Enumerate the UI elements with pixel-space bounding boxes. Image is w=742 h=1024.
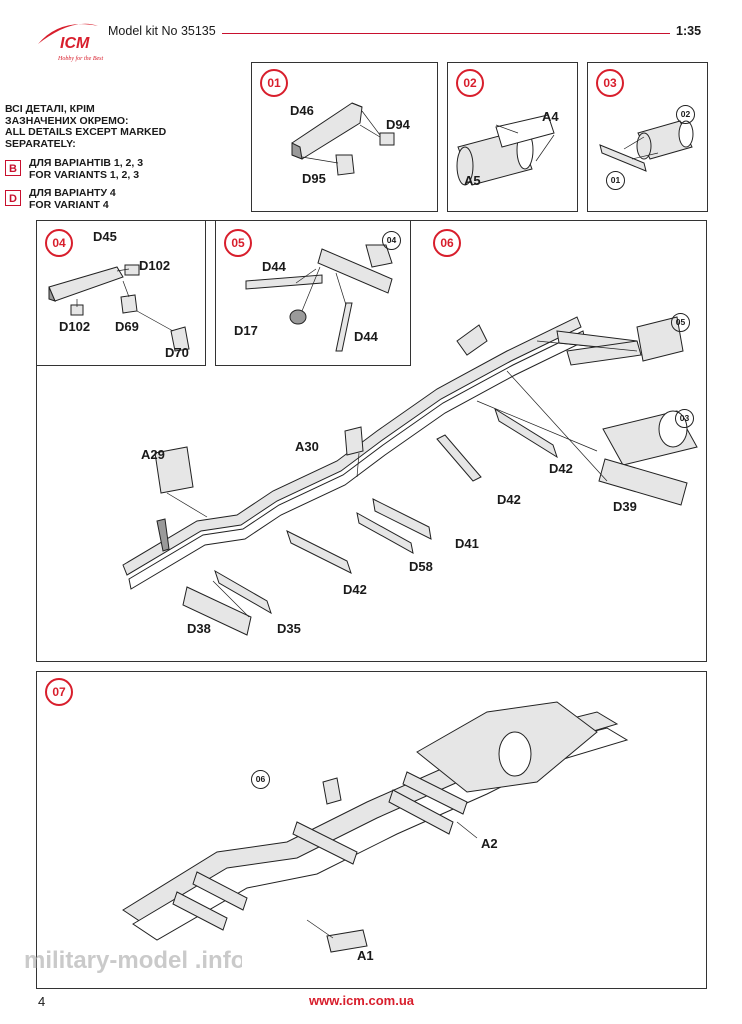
- step-02-panel: 02 A4 A5: [447, 62, 578, 212]
- step-02-drawing: [456, 114, 555, 186]
- parts-note: ВСІ ДЕТАЛІ, КРІМ ЗАЗНАЧЕНИХ ОКРЕМО: ALL …: [5, 103, 235, 150]
- part-label-d17: D17: [234, 323, 258, 338]
- part-label-d42-mid: D42: [497, 492, 521, 507]
- icm-logo: ICM Hobby for the Best: [30, 16, 104, 64]
- variant-b-en: FOR VARIANTS 1, 2, 3: [29, 168, 140, 181]
- step-05-number: 05: [224, 229, 252, 257]
- step-04-drawing: [48, 264, 190, 352]
- part-label-a29: A29: [141, 447, 165, 462]
- step-05-panel: 05 04 D44 D17 D44: [215, 220, 411, 366]
- note-en-1: ALL DETAILS EXCEPT MARKED: [5, 126, 167, 138]
- step-01-drawing: [291, 102, 395, 176]
- watermark: military-model .info: [12, 938, 245, 988]
- step-07-drawing: [122, 701, 629, 953]
- page-number: 4: [38, 994, 46, 1009]
- part-label-d70: D70: [165, 345, 189, 360]
- part-label-d95: D95: [302, 171, 326, 186]
- part-label-d58: D58: [409, 559, 433, 574]
- header-rule: [222, 33, 670, 34]
- part-label-d42-right: D42: [549, 461, 573, 476]
- svg-text:Hobby for the Best: Hobby for the Best: [57, 55, 103, 62]
- footer-url[interactable]: www.icm.com.ua: [309, 993, 414, 1008]
- note-ua-2: ЗАЗНАЧЕНИХ ОКРЕМО:: [5, 114, 129, 127]
- svg-text:ICM: ICM: [60, 35, 90, 52]
- step-04-panel: 04 D45 D102 D102 D69 D70: [36, 220, 206, 366]
- part-label-a5: A5: [464, 173, 481, 188]
- step-03-panel: 03 02 01: [587, 62, 708, 212]
- part-label-d44-top: D44: [262, 259, 286, 274]
- step-02-number: 02: [456, 69, 484, 97]
- variant-b-badge: B: [5, 160, 21, 176]
- part-label-d38: D38: [187, 621, 211, 636]
- ref-step-05: 05: [671, 313, 690, 332]
- part-label-d94: D94: [386, 117, 410, 132]
- ref-step-04: 04: [382, 231, 401, 250]
- note-en-2: SEPARATELY:: [5, 137, 76, 150]
- variant-d: D ДЛЯ ВАРІАНТУ 4 FOR VARIANT 4: [5, 187, 235, 211]
- step-07-panel: 07 06 A2 A1: [36, 671, 707, 989]
- part-label-d39: D39: [613, 499, 637, 514]
- step-07-number: 07: [45, 678, 73, 706]
- ref-step-06: 06: [251, 770, 270, 789]
- kit-title: Model kit No 35135: [108, 24, 216, 38]
- ref-step-01: 01: [606, 171, 625, 190]
- part-label-d46: D46: [290, 103, 314, 118]
- part-label-d42-left: D42: [343, 582, 367, 597]
- step-01-panel: 01 D46 D94 D95: [251, 62, 438, 212]
- part-label-a30: A30: [295, 439, 319, 454]
- part-label-a4: A4: [542, 109, 559, 124]
- note-ua-1: ВСІ ДЕТАЛІ, КРІМ: [5, 103, 95, 115]
- part-label-d44-bottom: D44: [354, 329, 378, 344]
- scale-label: 1:35: [676, 24, 702, 38]
- part-label-d35: D35: [277, 621, 301, 636]
- variant-d-badge: D: [5, 190, 21, 206]
- part-label-d102-right: D102: [139, 258, 171, 273]
- variant-b: B ДЛЯ ВАРІАНТІВ 1, 2, 3 FOR VARIANTS 1, …: [5, 157, 235, 181]
- step-01-number: 01: [260, 69, 288, 97]
- step-03-drawing: [599, 120, 694, 172]
- variant-d-en: FOR VARIANT 4: [29, 198, 109, 211]
- variant-d-ua: ДЛЯ ВАРІАНТУ 4: [29, 187, 116, 199]
- svg-text:military-model .info: military-model .info: [24, 947, 242, 974]
- ref-step-03: 03: [675, 409, 694, 428]
- part-label-a1: A1: [357, 948, 374, 963]
- part-label-a2: A2: [481, 836, 498, 851]
- part-label-d41: D41: [455, 536, 479, 551]
- step-04-number: 04: [45, 229, 73, 257]
- step-06-drawing: [122, 316, 698, 636]
- part-label-d102-left: D102: [59, 319, 91, 334]
- part-label-d69: D69: [115, 319, 139, 334]
- part-label-d45: D45: [93, 229, 117, 244]
- step-05-drawing: [245, 244, 393, 352]
- step-06-number: 06: [433, 229, 461, 257]
- ref-step-02: 02: [676, 105, 695, 124]
- variant-b-ua: ДЛЯ ВАРІАНТІВ 1, 2, 3: [29, 157, 144, 169]
- step-03-number: 03: [596, 69, 624, 97]
